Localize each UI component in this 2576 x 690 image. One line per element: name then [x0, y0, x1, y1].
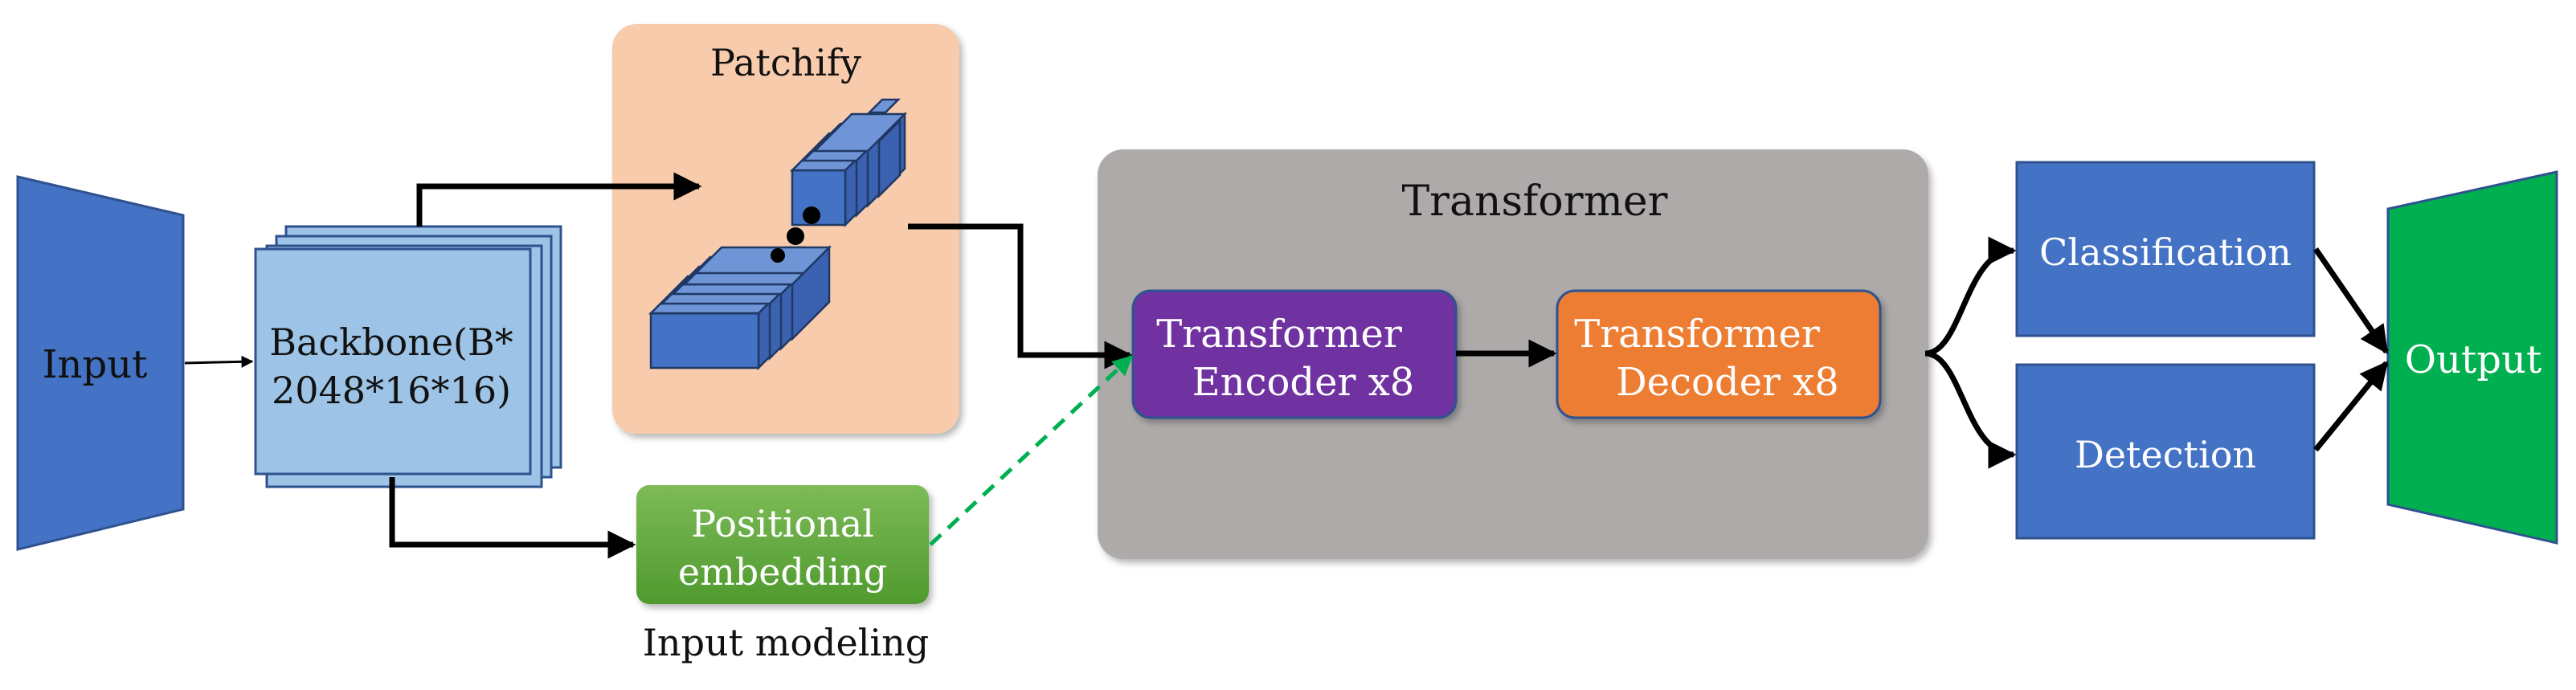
transformer-group-label: Transformer [1401, 178, 1667, 226]
patch-cube-stack-upper [789, 98, 908, 228]
transformer-decoder-node [1556, 289, 1882, 419]
input-node [16, 175, 185, 551]
edge-input-backbone [184, 355, 254, 368]
edge-classification-output [2313, 247, 2389, 354]
encoder-label-line1: Transformer [1156, 312, 1402, 357]
positional-label-line2: embedding [678, 550, 887, 594]
patchify-group [612, 24, 959, 434]
backbone-label-line2: 2048*16*16) [272, 369, 511, 412]
detection-node [2015, 363, 2316, 540]
backbone-label-line1: Backbone(B* [269, 321, 513, 364]
edge-decoder-detection [1924, 350, 2017, 469]
output-node [2386, 170, 2558, 545]
edge-positional-encoder-dashed [929, 355, 1133, 546]
edge-patchify-encoder [908, 223, 1133, 369]
edge-backbone-patchify [416, 172, 702, 227]
positional-embedding-node [636, 485, 929, 604]
patchify-label: Patchify [710, 41, 861, 84]
edge-detection-output [2313, 361, 2389, 452]
decoder-label-line2: Decoder x8 [1616, 360, 1839, 405]
detection-label: Detection [2075, 433, 2256, 476]
connectors [184, 172, 2389, 559]
input-label: Input [43, 342, 148, 387]
classification-node [2015, 161, 2316, 337]
input-modeling-label: Input modeling [643, 621, 929, 664]
classification-label: Classification [2039, 231, 2292, 274]
patch-cube-stack-lower [648, 244, 832, 371]
decoder-label-line1: Transformer [1574, 312, 1820, 357]
output-label: Output [2405, 337, 2541, 382]
edge-decoder-classification [1924, 236, 2017, 357]
patch-ellipsis-dots [771, 206, 820, 263]
encoder-label-line2: Encoder x8 [1192, 360, 1415, 405]
backbone-node [254, 225, 562, 488]
positional-label-line1: Positional [691, 502, 874, 545]
edge-backbone-positional [389, 477, 636, 559]
